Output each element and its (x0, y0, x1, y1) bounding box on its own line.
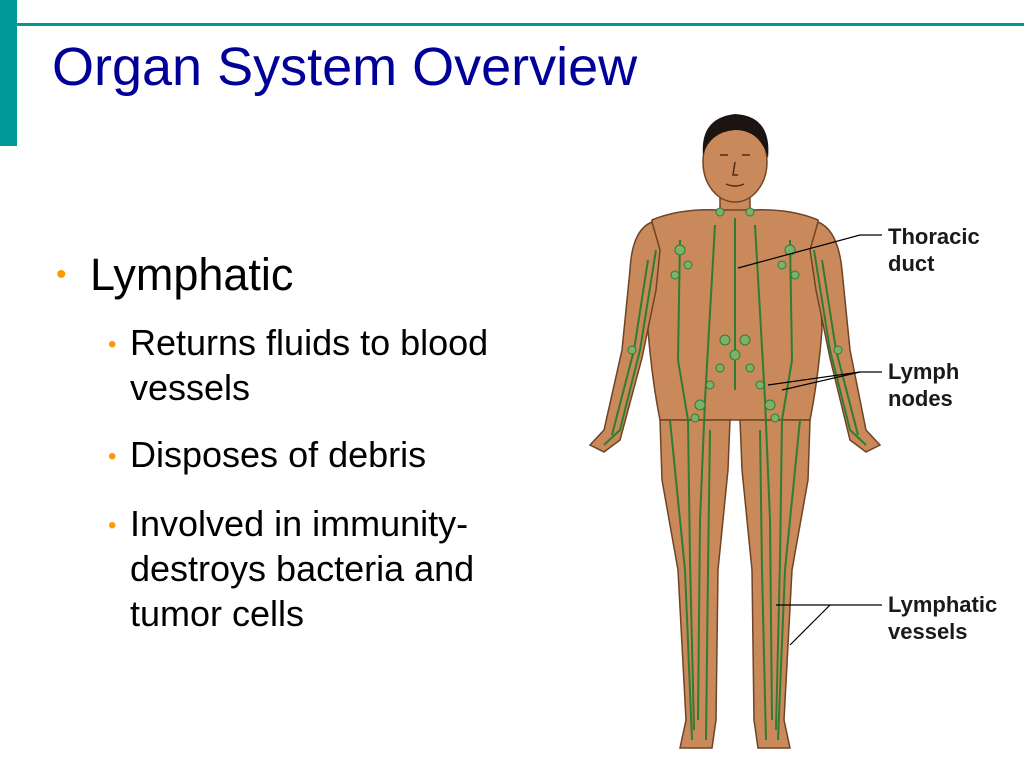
bullet-marker: • (56, 258, 67, 291)
hair (702, 114, 769, 158)
sub-bullet: • Involved in immunity- destroys bacteri… (108, 501, 576, 636)
label-leader-lines (737, 234, 882, 646)
bullet-level1: • Lymphatic (56, 248, 576, 302)
lymph-vessels (603, 218, 867, 741)
body-silhouette (588, 121, 882, 749)
label-lymph-nodes-line2: nodes (888, 386, 953, 411)
label-thoracic-duct-line2: duct (888, 251, 935, 276)
sub-bullet: • Returns fluids to blood vessels (108, 320, 576, 410)
top-rule (17, 23, 1024, 26)
bullet-marker: • (108, 331, 117, 358)
slide-title: Organ System Overview (52, 37, 638, 97)
accent-bar (0, 0, 17, 146)
bullet-marker: • (108, 512, 117, 539)
label-lymph-nodes-line1: Lymph (888, 359, 959, 384)
lymph-nodes (627, 207, 843, 423)
bullet-list: • Lymphatic • Returns fluids to blood ve… (56, 248, 576, 658)
sub-bullet-text: Returns fluids to blood vessels (130, 322, 489, 408)
label-lymphatic-vessels-line2: vessels (888, 619, 968, 644)
face-features (720, 154, 750, 187)
label-thoracic-duct-line1: Thoracic (888, 224, 980, 249)
sub-bullet-text: Disposes of debris (130, 434, 427, 475)
sub-bullet-text: Involved in immunity- destroys bacteria … (130, 503, 475, 634)
sub-bullet-list: • Returns fluids to blood vessels • Disp… (108, 320, 576, 636)
sub-bullet: • Disposes of debris (108, 432, 576, 479)
bullet-marker: • (108, 443, 117, 470)
figure-labels: Thoracic duct Lymph nodes Lymphatic vess… (888, 224, 997, 644)
label-lymphatic-vessels-line1: Lymphatic (888, 592, 997, 617)
bullet-level1-text: Lymphatic (90, 249, 294, 300)
human-body-illustration: Thoracic duct Lymph nodes Lymphatic vess… (588, 114, 997, 749)
lymphatic-system-figure: Thoracic duct Lymph nodes Lymphatic vess… (560, 100, 1024, 768)
